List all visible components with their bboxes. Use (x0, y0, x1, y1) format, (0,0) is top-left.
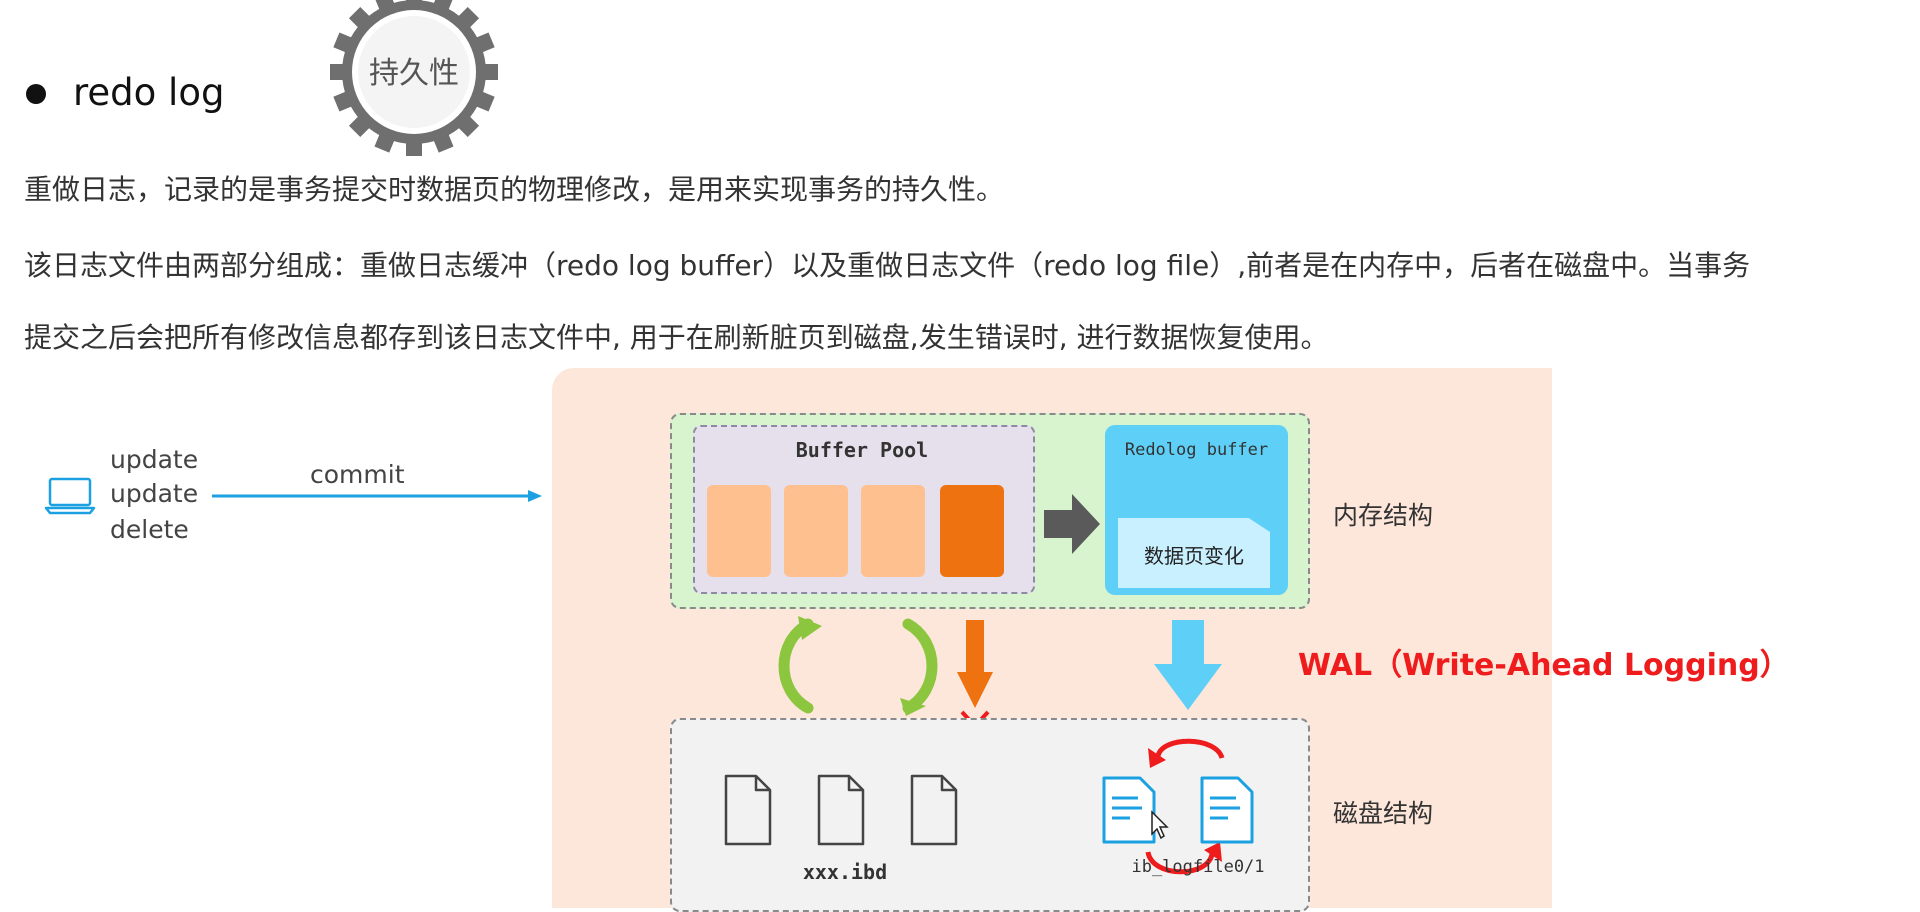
redolog-flush-arrow (1154, 620, 1222, 710)
client-op-1: update (110, 445, 199, 474)
data-page (861, 485, 925, 577)
buffer-pool-title: Buffer Pool (795, 438, 929, 462)
redolog-buffer-title: Redolog buffer (1124, 440, 1269, 460)
laptop-icon (44, 477, 96, 515)
ibd-file-icons (724, 774, 958, 846)
ibd-file-label: xxx.ibd (802, 860, 888, 884)
sync-cycle-arrows (778, 616, 938, 716)
gear-badge (330, 0, 498, 156)
section-heading: redo log (73, 71, 225, 114)
client-op-2: update (110, 479, 199, 508)
page-change-label: 数据页变化 (1144, 544, 1244, 568)
disk-structure-label: 磁盘结构 (1333, 799, 1434, 828)
commit-label: commit (310, 460, 405, 489)
client-op-3: delete (110, 515, 189, 544)
bullet-dot (26, 84, 46, 104)
dirty-data-page (940, 485, 1004, 577)
paragraph-1: 重做日志，记录的是事务提交时数据页的物理修改，是用来实现事务的持久性。 (24, 173, 1005, 206)
paragraph-2: 该日志文件由两部分组成：重做日志缓冲（redo log buffer）以及重做日… (24, 249, 1751, 282)
memory-structure-label: 内存结构 (1333, 501, 1434, 530)
commit-arrow (212, 490, 542, 502)
durability-badge-label: 持久性 (369, 56, 459, 91)
logfile-label: ib_logfile0/1 (1131, 857, 1265, 877)
data-page (707, 485, 771, 577)
paragraph-3: 提交之后会把所有修改信息都存到该日志文件中, 用于在刷新脏页到磁盘,发生错误时,… (24, 321, 1329, 354)
page-change-card (1118, 518, 1270, 588)
to-redolog-arrow (1044, 494, 1100, 554)
logfile-icons (1102, 738, 1254, 875)
wal-label: WAL（Write-Ahead Logging） (1298, 648, 1790, 683)
data-page (784, 485, 848, 577)
